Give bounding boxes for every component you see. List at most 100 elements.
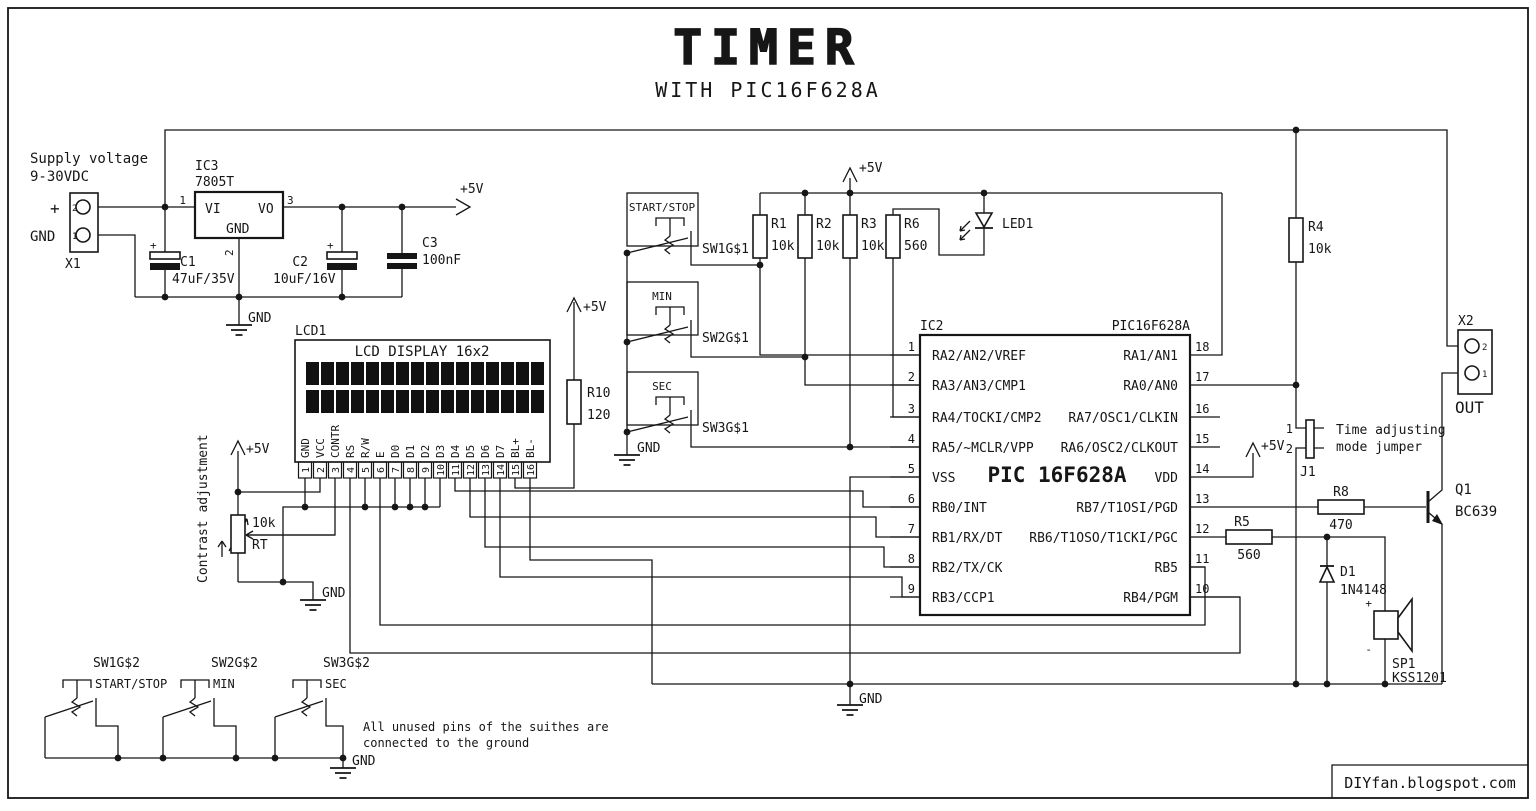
pot-rt-body <box>230 514 246 554</box>
resistor-r5: R5 560 <box>1225 515 1273 563</box>
ic3-pin-in: 1 <box>179 194 186 207</box>
lcd-pin-name: RS <box>344 445 357 458</box>
contrast-label: Contrast adjustment <box>196 434 211 583</box>
sw1g1-caption: START/STOP <box>629 201 696 214</box>
r3-value: 10k <box>861 239 885 254</box>
p5v-out-label: +5V <box>460 182 484 197</box>
ic2-part: PIC16F628A <box>1112 319 1190 334</box>
ic2-pin-num: 11 <box>1195 552 1209 566</box>
lcd-pin-num: 3 <box>331 467 342 473</box>
resistor-r3: R3 10k <box>842 214 885 259</box>
wires <box>44 129 1528 798</box>
lcd-pin-name: D4 <box>449 444 462 458</box>
r3-ref: R3 <box>861 217 877 232</box>
j1-caption-2: mode jumper <box>1336 440 1422 455</box>
ic2-pin-label: RA5/~MCLR/VPP <box>932 441 1034 456</box>
switch-sw1g1: START/STOP SW1G$1 <box>626 192 749 257</box>
ic2-pin-label: RB4/PGM <box>1123 591 1178 606</box>
lcd-pin-num: 11 <box>451 464 462 476</box>
sp1-plus: + <box>1365 597 1372 610</box>
resistor-r6: R6 560 <box>885 214 927 259</box>
lcd-ref: LCD1 <box>295 324 326 339</box>
jumper-j1: 1 2 J1 Time adjusting mode jumper <box>1286 419 1446 480</box>
switch-sw3g1: SEC SW3G$1 <box>626 371 749 436</box>
page-subtitle: WITH PIC16F628A <box>655 78 881 102</box>
r4-value: 10k <box>1308 242 1332 257</box>
x2-pin2-num: 2 <box>1482 343 1487 353</box>
r1-value: 10k <box>771 239 795 254</box>
r5-ref: R5 <box>1234 515 1250 530</box>
r10-body <box>566 379 582 425</box>
ic2-pin-label: RA4/TOCKI/CMP2 <box>932 411 1042 426</box>
lcd-pin-num: 10 <box>436 464 447 476</box>
sp1-ref: SP1 <box>1392 657 1415 672</box>
sp1-part: KSS1201 <box>1392 671 1447 686</box>
page-title: TIMER <box>673 20 863 76</box>
speaker-sp1: + - SP1 KSS1201 <box>1365 596 1447 686</box>
ic2-pin-label: RA3/AN3/CMP1 <box>932 379 1026 394</box>
lcd-pin-name: BL+ <box>509 438 522 458</box>
lcd-pin-num: 16 <box>526 464 537 476</box>
ic2-pin-label: RB6/T1OSO/T1CKI/PGC <box>1029 531 1178 546</box>
lcd-pin-name: D6 <box>479 445 492 458</box>
r5-value: 560 <box>1237 548 1260 563</box>
c2-plus: + <box>327 239 334 252</box>
ic2-pin-label: RB2/TX/CK <box>932 561 1003 576</box>
c2-value: 10uF/16V <box>273 272 336 287</box>
ic2-pin-num: 6 <box>908 492 915 506</box>
gnd-bottom-label: GND <box>352 754 376 769</box>
j1-ref: J1 <box>1300 465 1316 480</box>
x1-gnd-label: GND <box>30 229 55 245</box>
ic2-pin-num: 12 <box>1195 522 1209 536</box>
c3-value: 100nF <box>422 253 461 268</box>
led1-ref: LED1 <box>1002 217 1033 232</box>
capacitor-c1: + C1 47uF/35V <box>149 239 235 287</box>
transistor-q1: Q1 BC639 <box>1426 482 1497 525</box>
gnd-reg-label: GND <box>248 311 272 326</box>
ic2-pic16f628a: IC2 PIC16F628A PIC 16F628A 1 2 3 4 5 6 7… <box>890 319 1209 617</box>
x2-pin1-num: 1 <box>1482 370 1487 380</box>
ic2-pin-label: RA7/OSC1/CLKIN <box>1068 411 1178 426</box>
ic2-body <box>918 333 1192 617</box>
credit-text: DIYfan.blogspot.com <box>1344 774 1516 792</box>
ic2-pin-num: 10 <box>1195 582 1209 596</box>
resistor-r4: R4 10k <box>1288 217 1332 263</box>
ic2-pin-label: RB5 <box>1155 561 1178 576</box>
r1-ref: R1 <box>771 217 787 232</box>
r6-ref: R6 <box>904 217 920 232</box>
sw3g2-caption: SEC <box>325 677 347 691</box>
resistor-r1: R1 10k <box>752 214 795 259</box>
note-line-2: connected to the ground <box>363 736 529 750</box>
c1-plus: + <box>150 239 157 252</box>
ic2-pin-num: 16 <box>1195 402 1209 416</box>
ic2-pin-num: 13 <box>1195 492 1209 506</box>
gnd-pic-label: GND <box>859 692 883 707</box>
lcd-pin-name: D2 <box>419 445 432 458</box>
r8-ref: R8 <box>1333 485 1349 500</box>
ic2-pin-num: 14 <box>1195 462 1209 476</box>
c3-ref: C3 <box>422 236 438 251</box>
lcd-pin-name: BL- <box>524 438 537 458</box>
lcd-pin-num: 14 <box>496 464 507 476</box>
q1-ref: Q1 <box>1455 482 1472 498</box>
ic2-pin-label: RA2/AN2/VREF <box>932 349 1026 364</box>
resistor-r2: R2 10k <box>797 214 840 259</box>
lcd-pin-name: VCC <box>314 438 327 458</box>
p5v-r10-label: +5V <box>583 300 607 315</box>
ic3-ref: IC3 <box>195 159 218 174</box>
sw2g1-caption: MIN <box>652 290 672 303</box>
ic2-pin-label: VDD <box>1155 471 1179 486</box>
lcd-pin-num: 13 <box>481 464 492 476</box>
r6-value: 560 <box>904 239 927 254</box>
note: All unused pins of the suithes are conne… <box>363 720 609 750</box>
resistor-r8: R8 470 <box>1317 485 1365 533</box>
junction-dots <box>114 126 1389 762</box>
schematic-border <box>7 7 1529 799</box>
ic2-ref: IC2 <box>920 319 943 334</box>
ic2-pin-label: RB1/RX/DT <box>932 531 1003 546</box>
r10-value: 120 <box>587 408 610 423</box>
ic2-pin-num: 15 <box>1195 432 1209 446</box>
lcd-cells <box>306 362 544 413</box>
